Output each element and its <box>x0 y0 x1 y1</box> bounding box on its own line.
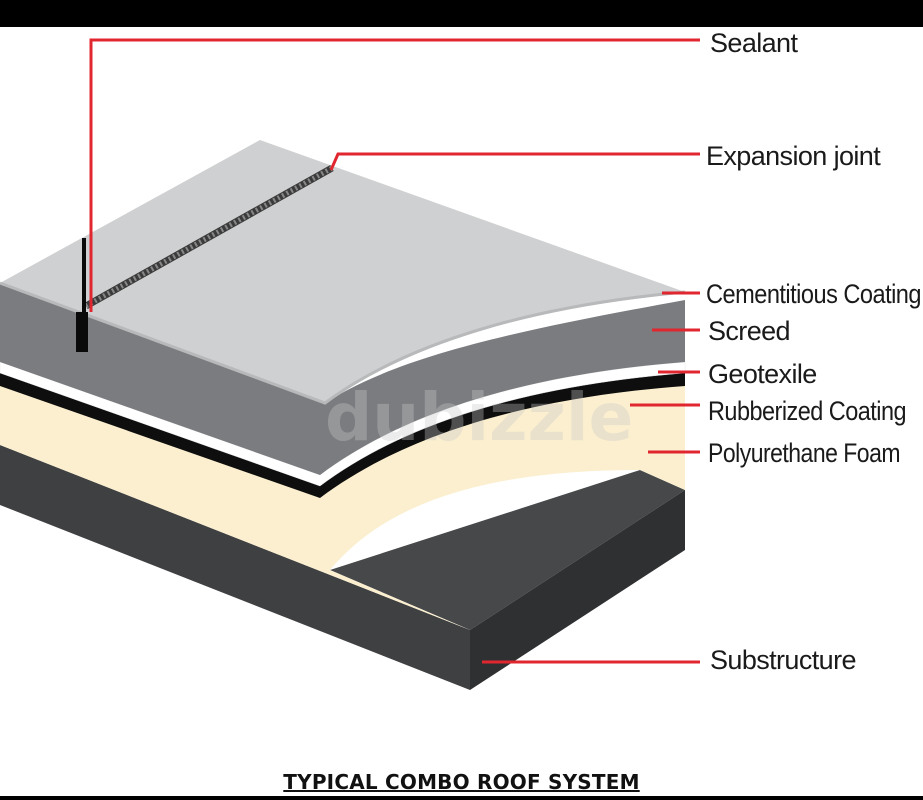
rubberized-coating-layer <box>0 372 685 498</box>
watermark: dubizzle <box>325 379 633 456</box>
label-sealant: Sealant <box>710 28 798 58</box>
sealant-leader-line <box>89 38 700 312</box>
substructure-front-face <box>0 445 470 690</box>
label-rubberized-coating: Rubberized Coating <box>708 396 906 426</box>
screed-layer <box>0 283 685 475</box>
label-screed: Screed <box>708 316 790 346</box>
bottom-black-bar <box>0 796 923 800</box>
expansion-joint-texture <box>84 165 334 309</box>
label-polyurethane-foam: Polyurethane Foam <box>708 438 900 468</box>
substructure-top-face <box>330 470 685 630</box>
cementitious-coating-surface <box>0 140 685 403</box>
top-black-bar <box>0 0 923 27</box>
polyurethane-foam-layer <box>0 385 685 630</box>
label-cementitious-coating: Cementitious Coating <box>706 279 921 309</box>
label-substructure: Substructure <box>710 645 856 675</box>
diagram-caption: TYPICAL COMBO ROOF SYSTEM <box>283 770 640 794</box>
label-expansion-joint: Expansion joint <box>706 141 881 171</box>
cementitious-coating-edge <box>0 281 686 405</box>
substructure-side-face <box>470 490 685 690</box>
label-geotexile: Geotexile <box>708 359 817 389</box>
sealant-top-mark <box>82 238 86 314</box>
expansion-joint-leader-line <box>329 152 700 171</box>
sealant-slot <box>76 312 88 352</box>
